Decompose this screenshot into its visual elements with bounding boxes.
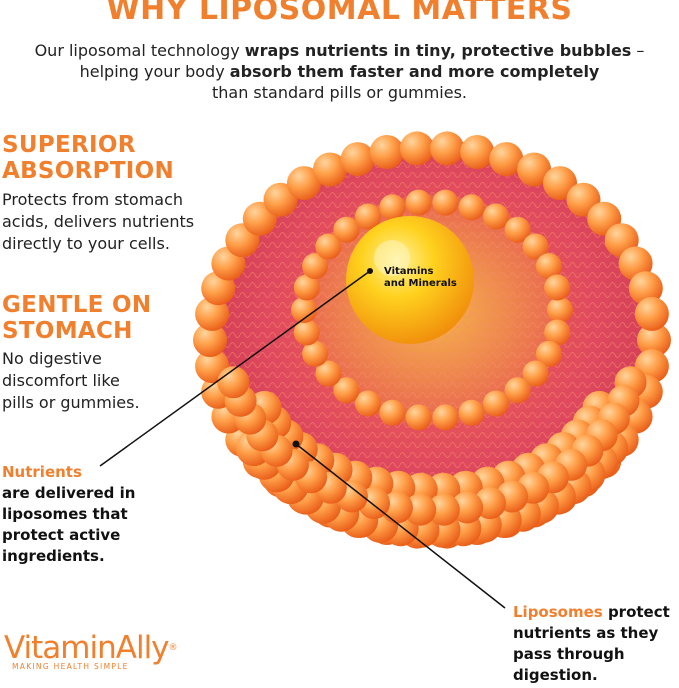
lipid-bead xyxy=(504,377,531,404)
lipid-bead xyxy=(333,216,360,243)
lipid-bead xyxy=(405,189,432,216)
lipid-bead xyxy=(379,194,406,221)
liposomes-callout: Liposomes protect nutrients as they pass… xyxy=(513,603,670,684)
brand-name: VitaminAlly xyxy=(4,630,170,666)
lipid-bead xyxy=(333,377,360,404)
feature-text-gentle: No digestive discomfort like pills or gu… xyxy=(2,349,140,412)
core-label-line2: and Minerals xyxy=(384,278,457,289)
core-label-line1: Vitamins xyxy=(384,266,433,277)
lipid-bead xyxy=(543,166,577,201)
lipid-bead xyxy=(315,360,342,387)
brand-tagline: MAKING HEALTH SIMPLE xyxy=(12,662,129,671)
feature-heading-gentle: GENTLE ON STOMACH xyxy=(2,292,152,344)
brand-logo: VitaminAlly® MAKING HEALTH SIMPLE xyxy=(4,630,178,671)
lipid-bead xyxy=(430,131,465,166)
lipid-bead xyxy=(293,274,320,301)
lipid-bead xyxy=(263,182,298,217)
lipid-bead xyxy=(451,491,484,524)
lipid-bead xyxy=(483,203,509,230)
nutrients-pointer-line xyxy=(99,270,371,467)
lipid-bead xyxy=(489,142,524,177)
lipid-bead xyxy=(193,323,227,357)
lipid-bead xyxy=(355,390,381,417)
lipid-bead xyxy=(312,152,347,187)
lipid-bead xyxy=(355,203,381,230)
lipid-bead xyxy=(535,253,562,280)
lipid-bead xyxy=(634,296,669,331)
feature-text-absorption: Protects from stomach acids, delivers nu… xyxy=(2,190,195,253)
lipid-bead xyxy=(458,194,485,221)
lipid-bead xyxy=(458,399,485,426)
lipid-bead xyxy=(535,340,562,367)
page-title: WHY LIPOSOMAL MATTERS xyxy=(106,0,573,27)
lipid-bead xyxy=(399,131,434,166)
lipid-bead xyxy=(432,189,459,216)
inner-bead-ring xyxy=(291,189,573,431)
intro-text: Our liposomal technology wraps nutrients… xyxy=(34,41,645,102)
lipid-bead xyxy=(628,271,663,306)
front-bead-layers xyxy=(217,366,647,548)
lipid-bead xyxy=(544,274,571,301)
lipid-bead xyxy=(483,390,509,417)
lipid-bead xyxy=(404,493,437,526)
lipid-bead xyxy=(432,404,459,431)
lipid-bead xyxy=(544,319,571,346)
lipid-bead xyxy=(315,233,342,260)
lipid-bead xyxy=(517,152,552,187)
lipid-bead xyxy=(293,319,320,346)
lipid-bead xyxy=(302,340,329,367)
registered-mark: ® xyxy=(168,643,178,653)
nutrients-callout: Nutrients are delivered in liposomes tha… xyxy=(2,463,136,565)
liposomes-pointer-line xyxy=(295,443,506,609)
lipid-bead xyxy=(302,253,329,280)
feature-heading-absorption: SUPERIOR ABSORPTION xyxy=(2,132,175,184)
lipid-bead xyxy=(287,166,321,201)
lipid-bead xyxy=(427,493,460,526)
lipid-bead xyxy=(369,135,404,169)
lipid-bead xyxy=(195,296,230,331)
lipid-bead xyxy=(217,366,250,399)
lipid-bead xyxy=(522,360,549,387)
lipid-bead xyxy=(522,233,549,260)
lipid-bead xyxy=(460,135,495,169)
lipid-bead xyxy=(340,142,375,177)
lipid-bead xyxy=(504,216,531,243)
lipid-bead xyxy=(547,297,573,323)
lipid-bead xyxy=(637,323,671,357)
lipid-bead xyxy=(291,297,317,323)
lipid-bead xyxy=(405,404,432,431)
lipid-bead xyxy=(379,399,406,426)
